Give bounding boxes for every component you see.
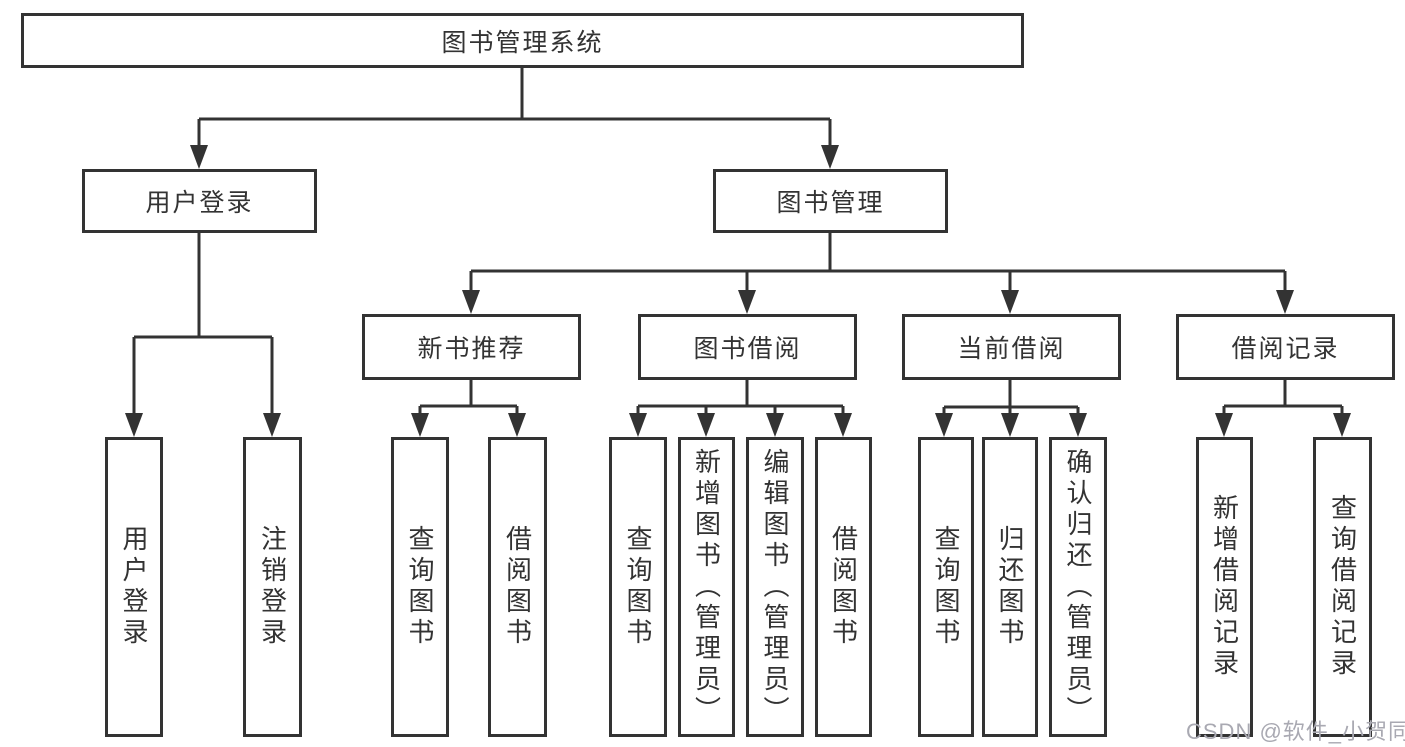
connector-new-book-recommend <box>418 380 519 415</box>
node-leaf-query-books-borrow-label: 查询图书 <box>623 525 653 649</box>
node-leaf-add-book-admin: 新增图书（管理员） <box>678 437 735 737</box>
node-user-login: 用户登录 <box>82 169 317 233</box>
node-current-borrow: 当前借阅 <box>902 314 1121 380</box>
node-leaf-borrow-books-borrow-label: 借阅图书 <box>828 525 859 649</box>
connector-root <box>197 68 832 147</box>
node-leaf-logout: 注销登录 <box>243 437 302 737</box>
node-leaf-edit-book-admin: 编辑图书（管理员） <box>746 437 804 737</box>
node-borrow-records-label: 借阅记录 <box>1231 335 1340 363</box>
node-leaf-edit-book-admin-label: 编辑图书（管理员） <box>760 447 790 727</box>
node-user-login-label: 用户登录 <box>145 189 254 217</box>
node-leaf-confirm-return-admin: 确认归还（管理员） <box>1049 437 1107 737</box>
node-new-book-recommend-label: 新书推荐 <box>417 335 526 363</box>
node-library-system: 图书管理系统 <box>21 13 1024 68</box>
connector-user-login <box>132 233 274 415</box>
node-leaf-add-borrow-record-label: 新增借阅记录 <box>1209 494 1240 680</box>
node-leaf-borrow-books-recommend-label: 借阅图书 <box>502 525 533 649</box>
node-leaf-return-books: 归还图书 <box>982 437 1038 737</box>
node-current-borrow-label: 当前借阅 <box>957 335 1066 363</box>
connector-book-borrow <box>636 380 845 415</box>
connector-borrow-records <box>1222 380 1344 415</box>
node-leaf-query-books-recommend: 查询图书 <box>391 437 449 737</box>
node-library-system-label: 图书管理系统 <box>441 28 604 57</box>
node-book-borrow: 图书借阅 <box>638 314 857 380</box>
node-leaf-user-login-label: 用户登录 <box>119 525 149 649</box>
node-new-book-recommend: 新书推荐 <box>362 314 581 380</box>
node-leaf-query-borrow-record-label: 查询借阅记录 <box>1327 494 1358 680</box>
node-borrow-records: 借阅记录 <box>1176 314 1395 380</box>
node-leaf-add-borrow-record: 新增借阅记录 <box>1196 437 1253 737</box>
node-leaf-borrow-books-recommend: 借阅图书 <box>488 437 547 737</box>
node-leaf-add-book-admin-label: 新增图书（管理员） <box>691 447 722 727</box>
node-leaf-query-books-borrow: 查询图书 <box>609 437 667 737</box>
node-leaf-query-borrow-record: 查询借阅记录 <box>1313 437 1372 737</box>
node-leaf-query-books-current: 查询图书 <box>918 437 974 737</box>
node-leaf-confirm-return-admin-label: 确认归还（管理员） <box>1063 447 1093 727</box>
connector-current-borrow <box>942 380 1080 415</box>
node-book-management-label: 图书管理 <box>776 189 885 217</box>
node-book-management: 图书管理 <box>713 169 948 233</box>
node-leaf-query-books-recommend-label: 查询图书 <box>405 525 435 649</box>
node-leaf-logout-label: 注销登录 <box>257 525 288 649</box>
connector-book-management <box>469 233 1287 292</box>
node-leaf-return-books-label: 归还图书 <box>995 525 1025 649</box>
node-book-borrow-label: 图书借阅 <box>693 335 802 363</box>
watermark-text: CSDN @软件_小贺同学 <box>1186 719 1405 744</box>
arrowheads <box>125 145 1351 437</box>
node-leaf-query-books-current-label: 查询图书 <box>931 525 961 649</box>
node-leaf-borrow-books-borrow: 借阅图书 <box>815 437 872 737</box>
node-leaf-user-login: 用户登录 <box>105 437 163 737</box>
